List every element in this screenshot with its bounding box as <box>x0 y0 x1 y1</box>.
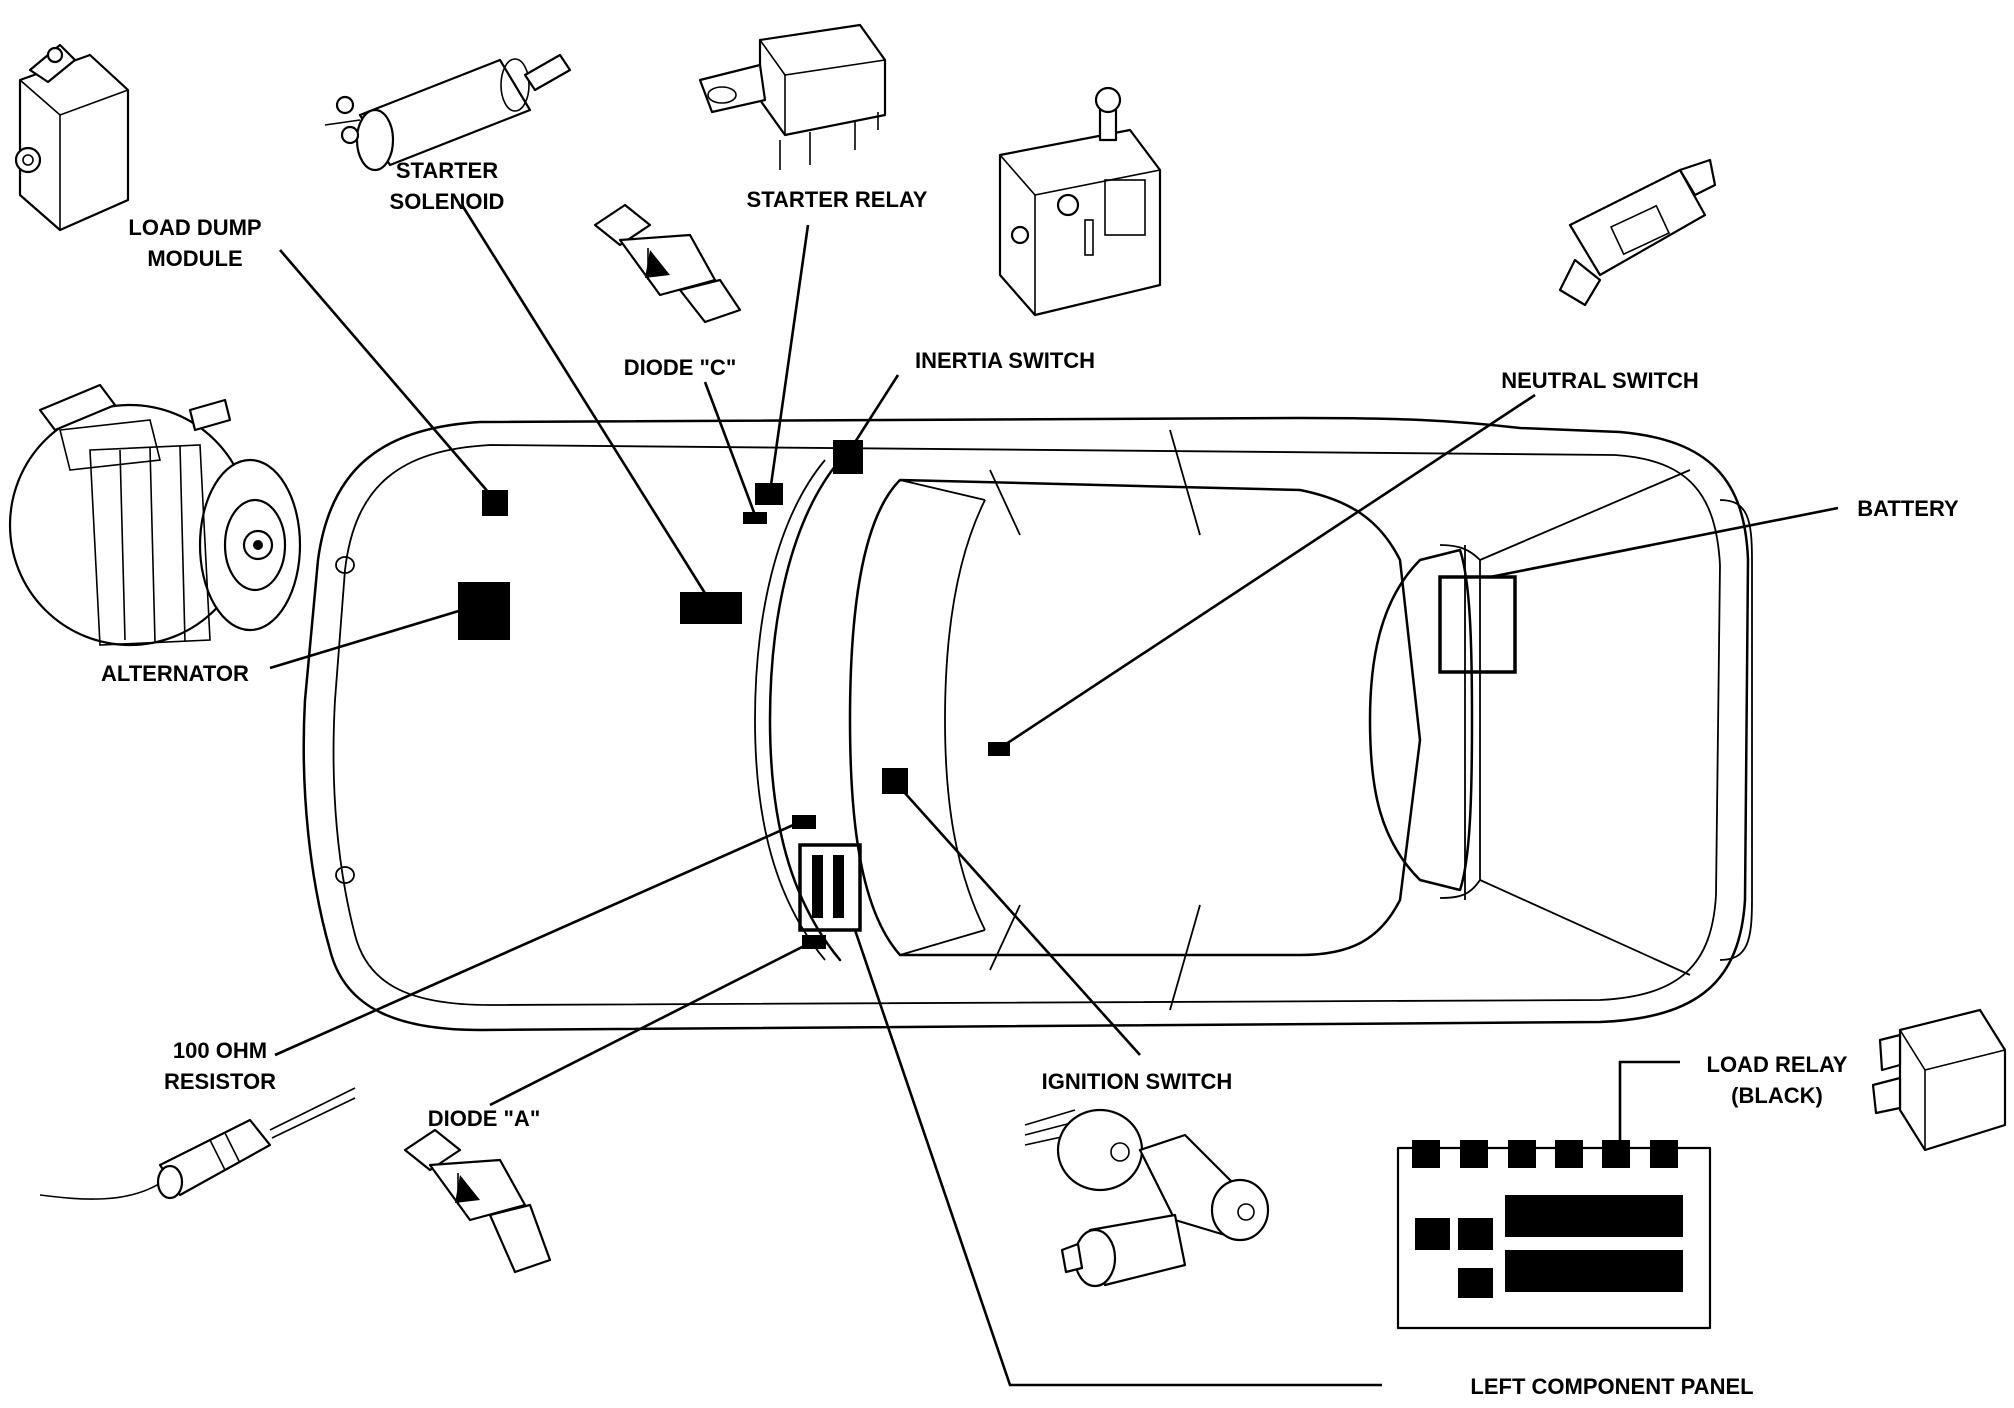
diode-a-marker <box>802 935 826 949</box>
label-load-dump-module-line2: MODULE <box>147 246 242 271</box>
car-body <box>302 416 1753 1032</box>
label-ignition-switch: IGNITION SWITCH <box>1042 1069 1233 1094</box>
load-dump-module-marker <box>482 490 508 516</box>
starter-relay-illustration <box>698 23 887 170</box>
label-load-relay-line2: (BLACK) <box>1731 1083 1823 1108</box>
starter-relay-marker <box>755 483 783 505</box>
label-load-relay-line1: LOAD RELAY <box>1707 1052 1848 1077</box>
label-starter-relay: STARTER RELAY <box>747 187 928 212</box>
load-dump-module-illustration <box>14 43 130 232</box>
label-starter-solenoid-line2: SOLENOID <box>390 189 505 214</box>
diode-c-marker <box>743 512 767 524</box>
alternator-marker <box>458 582 510 640</box>
starter-solenoid-illustration <box>324 53 572 172</box>
label-diode-a: DIODE "A" <box>428 1106 541 1131</box>
battery-marker <box>1438 575 1517 674</box>
alternator-illustration <box>8 383 302 647</box>
resistor-illustration <box>39 1087 356 1200</box>
label-resistor-line1: 100 OHM <box>173 1038 267 1063</box>
resistor-marker <box>792 815 816 829</box>
label-battery: BATTERY <box>1857 496 1959 521</box>
ignition-switch-illustration <box>1024 1108 1270 1288</box>
label-resistor-line2: RESISTOR <box>164 1069 276 1094</box>
neutral-switch-illustration <box>1558 158 1717 307</box>
label-alternator: ALTERNATOR <box>101 661 249 686</box>
label-diode-c: DIODE "C" <box>624 355 737 380</box>
inertia-switch-illustration <box>998 86 1162 317</box>
diode-a-illustration <box>403 1128 552 1274</box>
label-left-component-panel: LEFT COMPONENT PANEL <box>1470 1374 1753 1399</box>
inertia-switch-marker <box>833 440 863 474</box>
starter-solenoid-marker <box>680 592 742 624</box>
label-neutral-switch: NEUTRAL SWITCH <box>1501 368 1699 393</box>
label-load-dump-module-line1: LOAD DUMP <box>128 215 261 240</box>
label-inertia-switch: INERTIA SWITCH <box>915 348 1095 373</box>
label-starter-solenoid-line1: STARTER <box>396 158 498 183</box>
diode-c-illustration <box>593 203 742 324</box>
left-component-panel-illustration <box>1396 1140 1712 1330</box>
left-component-panel-marker <box>798 843 862 932</box>
ignition-switch-marker <box>882 768 908 794</box>
location-markers <box>458 440 1517 949</box>
leader-lines <box>269 204 1839 1387</box>
load-relay-illustration <box>1871 1008 2007 1152</box>
labels: LOAD DUMP MODULE STARTER SOLENOID STARTE… <box>101 158 1959 1399</box>
